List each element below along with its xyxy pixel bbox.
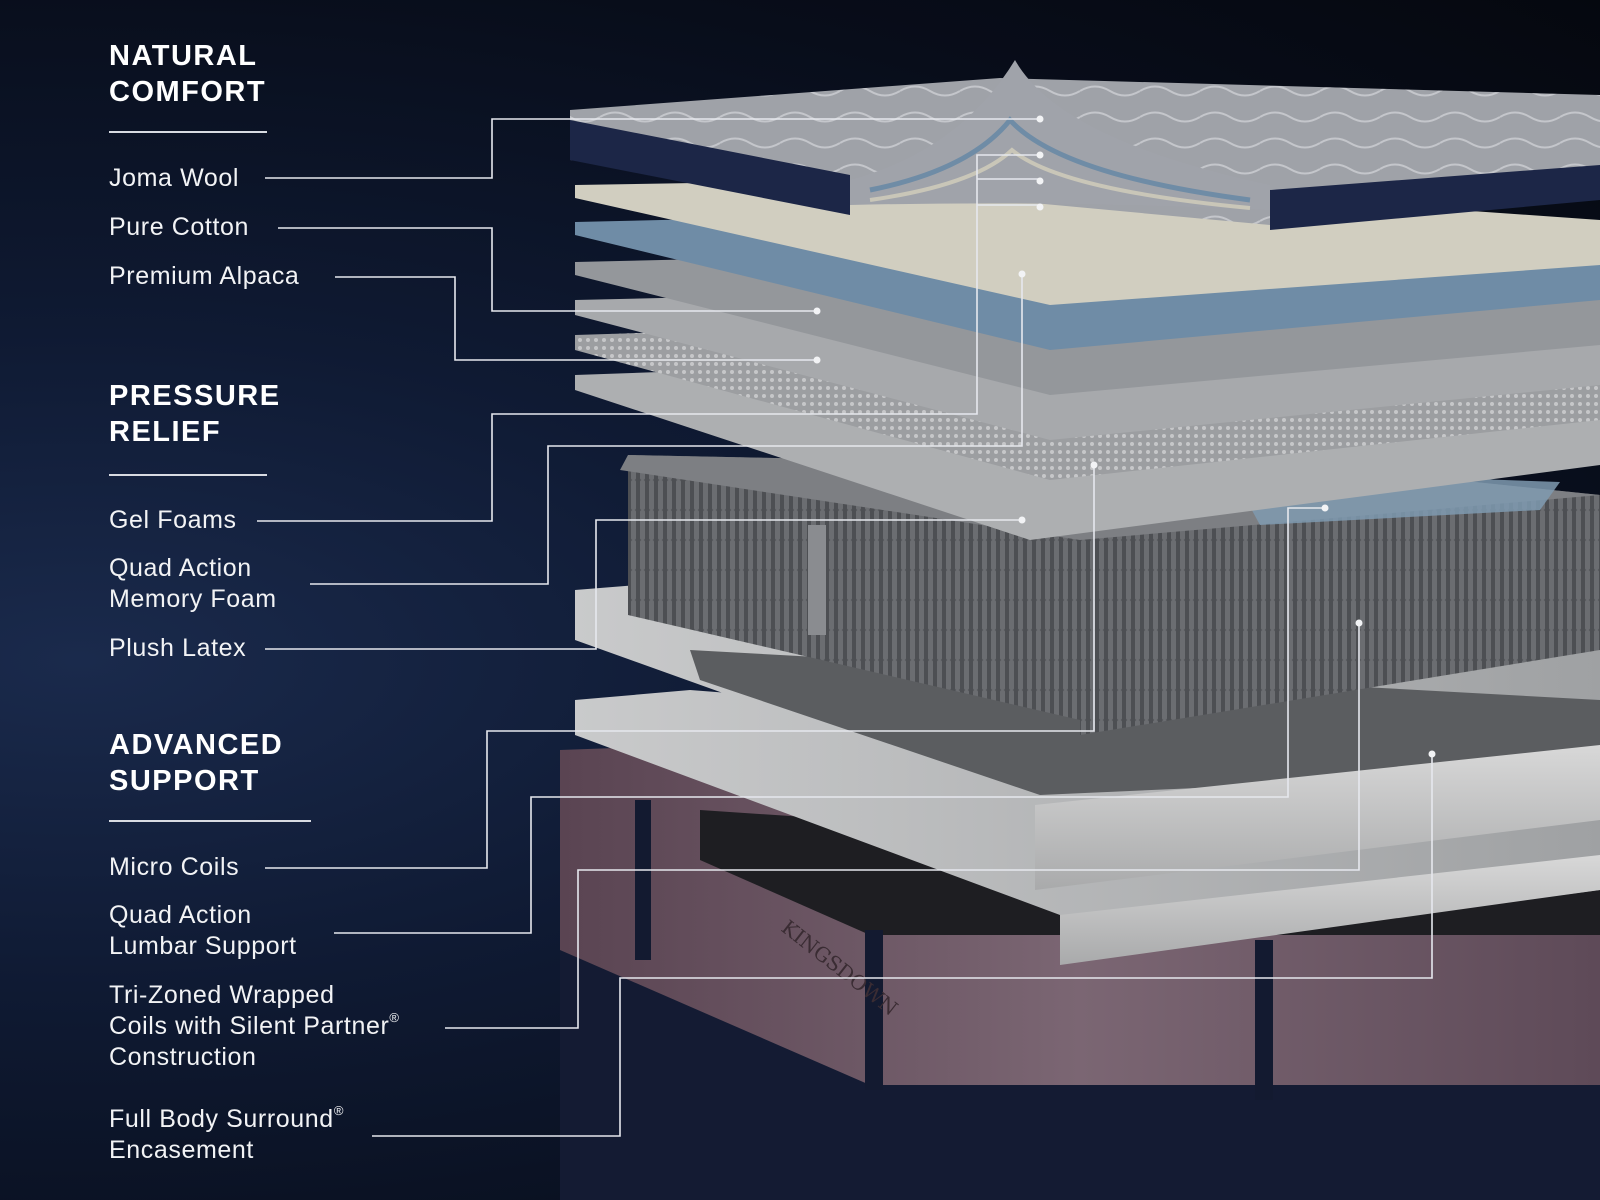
label-joma-wool: Joma Wool: [109, 164, 239, 192]
leader-lumbar-support: [334, 507, 1325, 934]
trademark-mark: ®: [389, 1010, 400, 1025]
leader-dots: [813, 115, 1436, 758]
divider-pressure-relief: [109, 474, 267, 476]
heading-advanced-support: ADVANCED SUPPORT: [109, 729, 284, 797]
label-full-body-surround-encasement: Full Body Surround® Encasement: [109, 1103, 344, 1165]
label-micro-coils: Micro Coils: [109, 853, 240, 881]
heading-pressure-relief: PRESSURE RELIEF: [109, 380, 281, 448]
quilted-top: [570, 60, 1600, 230]
leader-micro-coils: [265, 465, 1095, 869]
leader-pure-cotton: [278, 227, 817, 312]
leader-joma-wool: [265, 118, 1040, 179]
label-tri-zoned-wrapped-coils: Tri-Zoned Wrapped Coils with Silent Part…: [109, 981, 400, 1071]
heading-natural-comfort: NATURAL COMFORT: [109, 40, 267, 108]
trademark-mark: ®: [333, 1103, 344, 1118]
label-plush-latex: Plush Latex: [109, 634, 247, 662]
leader-encasement: [372, 754, 1433, 1137]
divider-natural-comfort: [109, 131, 267, 133]
leader-quad-memory-foam: [310, 274, 1023, 585]
leader-tri-zoned-coils: [445, 623, 1360, 1029]
leader-gel-foams: [257, 154, 1040, 522]
label-pure-cotton: Pure Cotton: [109, 213, 250, 241]
divider-advanced-support: [109, 820, 311, 822]
leader-premium-alpaca: [335, 276, 817, 361]
label-premium-alpaca: Premium Alpaca: [109, 262, 300, 290]
leader-lines: [257, 118, 1433, 1137]
leader-plush-latex: [265, 519, 1022, 650]
label-gel-foams: Gel Foams: [109, 506, 237, 534]
